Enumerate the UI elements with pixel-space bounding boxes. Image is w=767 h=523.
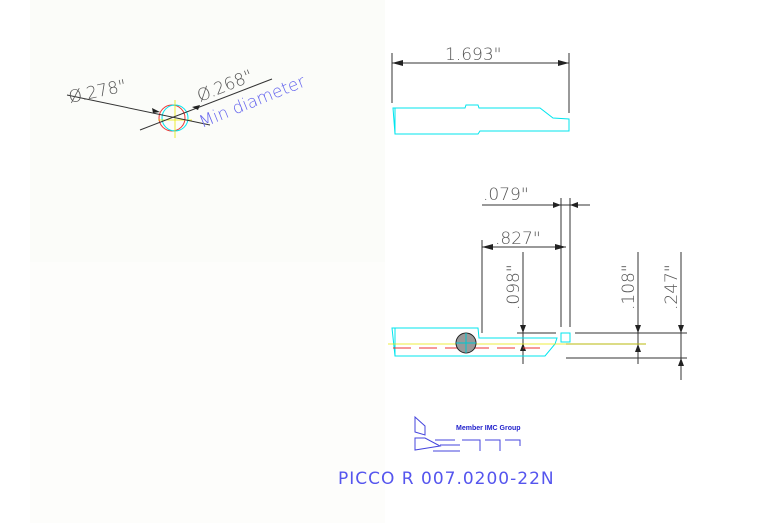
leader-268 <box>139 78 273 131</box>
dim-827-label: .827" <box>495 229 541 249</box>
dim-098-label: .098" <box>504 264 524 310</box>
left-panel <box>30 0 385 262</box>
insert-outline-side <box>391 327 558 357</box>
left-lower-panel <box>30 262 385 523</box>
side-view: .079" .827" .098" .108" .247" <box>388 185 687 380</box>
part-number: PICCO R 007.0200-22N <box>338 469 555 489</box>
dim-108-label: .108" <box>619 264 639 310</box>
top-view: 1.693" <box>391 45 570 135</box>
leader-278 <box>66 94 211 126</box>
dim-247-label: .247" <box>662 264 682 310</box>
logo-subtitle: Member IMC Group <box>456 425 521 432</box>
insert-outline-top <box>392 104 570 135</box>
dim-079-label: .079" <box>483 185 529 205</box>
length-label: 1.693" <box>445 45 502 65</box>
iscar-logo: Member IMC Group <box>414 415 521 452</box>
